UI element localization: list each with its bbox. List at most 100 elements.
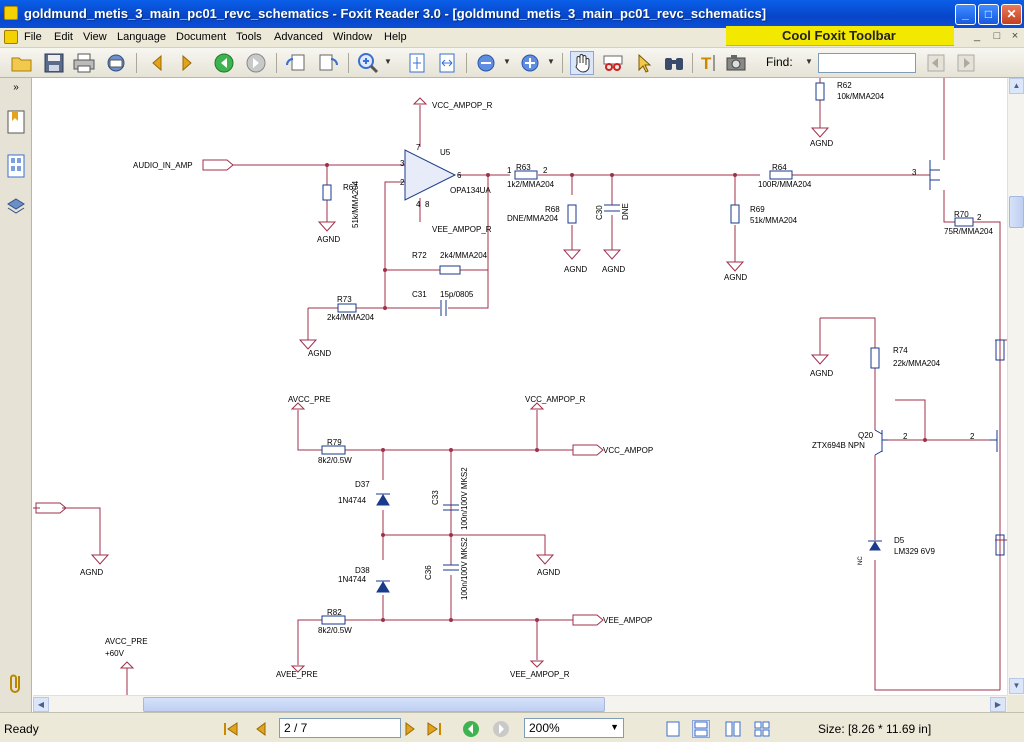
zoom-dropdown-icon[interactable]: ▼ (610, 722, 619, 732)
zoom-out-icon[interactable] (474, 51, 498, 75)
find-next-icon[interactable] (954, 51, 978, 75)
collapse-sidebar-icon[interactable]: » (13, 81, 19, 93)
title-bar[interactable]: goldmund_metis_3_main_pc01_revc_schemati… (0, 0, 1024, 28)
go-back-icon[interactable] (212, 51, 236, 75)
previous-page-icon[interactable] (252, 720, 270, 738)
scroll-down-icon[interactable]: ▼ (1009, 678, 1024, 694)
hand-tool-icon[interactable] (570, 51, 594, 75)
minimize-button[interactable]: _ (955, 4, 976, 25)
horizontal-scroll-thumb[interactable] (143, 697, 605, 712)
label-vcc-ampop-r: VCC_AMPOP_R (525, 395, 586, 404)
menu-window[interactable]: Window (333, 31, 373, 43)
menu-tools[interactable]: Tools (236, 31, 262, 43)
menu-language[interactable]: Language (117, 31, 166, 43)
zoom-select[interactable]: 200%▼ (524, 718, 624, 738)
r73-resistor (337, 303, 357, 313)
scroll-up-icon[interactable]: ▲ (1009, 78, 1024, 94)
pin-6: 6 (457, 171, 462, 180)
go-forward-icon[interactable] (244, 51, 268, 75)
app-icon[interactable] (4, 6, 18, 20)
label-avee-pre: AVEE_PRE (276, 670, 318, 679)
label-r79-val: 8k2/0.5W (318, 456, 352, 465)
pin-4: 4 (416, 200, 421, 209)
attachments-icon[interactable] (4, 670, 28, 698)
scroll-corner (1007, 695, 1024, 712)
label-vee-ampop: VEE_AMPOP (603, 616, 652, 625)
mdi-close-button[interactable]: × (1011, 30, 1019, 42)
rotate-right-icon[interactable] (316, 51, 340, 75)
label-avcc-pre-2: AVCC_PRE (105, 637, 148, 646)
label-agnd-6: AGND (308, 349, 331, 358)
rotate-left-icon[interactable] (284, 51, 308, 75)
continuous-page-icon[interactable] (692, 720, 710, 738)
binoculars-icon[interactable] (662, 51, 686, 75)
transistor-upper (929, 160, 940, 190)
r79-resistor (321, 445, 346, 455)
menu-view[interactable]: View (83, 31, 107, 43)
page-thumbnails-icon[interactable] (4, 152, 28, 180)
next-page-icon[interactable] (175, 51, 199, 75)
status-back-icon[interactable] (462, 720, 480, 738)
print-icon[interactable] (72, 51, 96, 75)
vertical-scrollbar[interactable]: ▲ ▼ (1007, 78, 1024, 695)
facing-pages-icon[interactable] (724, 720, 742, 738)
document-icon[interactable] (4, 30, 18, 44)
continuous-facing-icon[interactable] (753, 720, 771, 738)
last-page-icon[interactable] (425, 720, 443, 738)
label-d38: D38 (355, 566, 370, 575)
zoom-in-icon[interactable] (356, 51, 380, 75)
r82b-resistor (321, 615, 346, 625)
page-number-input[interactable]: 2 / 7 (279, 718, 401, 738)
scroll-right-icon[interactable]: ▶ (990, 697, 1006, 712)
bookmarks-icon[interactable] (4, 108, 28, 136)
c31-capacitor (440, 300, 447, 316)
text-select-icon[interactable]: T (696, 51, 720, 75)
label-r74-val: 22k/MMA204 (893, 359, 941, 368)
label-agnd-7: AGND (810, 369, 833, 378)
cool-foxit-toolbar-banner[interactable]: Cool Foxit Toolbar (726, 26, 954, 46)
maximize-button[interactable]: □ (978, 4, 999, 25)
menu-document[interactable]: Document (176, 31, 227, 43)
menu-file[interactable]: File (24, 31, 42, 43)
next-page-icon-status[interactable] (401, 720, 419, 738)
single-page-icon[interactable] (664, 720, 682, 738)
mdi-restore-button[interactable]: □ (993, 30, 1001, 42)
close-button[interactable]: ✕ (1001, 4, 1022, 25)
fit-width-icon[interactable] (435, 51, 459, 75)
label-r62-val: 10k/MMA204 (837, 92, 885, 101)
save-icon[interactable] (42, 51, 66, 75)
junction-dots (325, 163, 927, 622)
status-forward-icon[interactable] (492, 720, 510, 738)
label-r64: R64 (772, 163, 787, 172)
label-r68: R68 (545, 205, 560, 214)
open-icon[interactable] (10, 51, 34, 75)
label-agnd-5: AGND (810, 139, 833, 148)
menu-help[interactable]: Help (384, 31, 407, 43)
pin-2: 2 (400, 178, 405, 187)
r67-resistor (322, 184, 332, 201)
label-q20-val: ZTX694B NPN (812, 441, 865, 450)
scroll-left-icon[interactable]: ◀ (33, 697, 49, 712)
document-page-view[interactable]: AUDIO_IN_AMP VCC_AMPOP_R VEE_AMPOP_R U5 … (33, 78, 1007, 695)
camera-icon[interactable] (724, 51, 748, 75)
prev-page-icon[interactable] (145, 51, 169, 75)
find-input[interactable] (818, 53, 916, 73)
mdi-minimize-button[interactable]: _ (973, 30, 981, 42)
first-page-icon[interactable] (222, 720, 240, 738)
r68-resistor (567, 204, 577, 224)
zoom-in-plus-icon[interactable] (518, 51, 542, 75)
select-arrow-icon[interactable] (632, 51, 656, 75)
audio-in-port (202, 159, 234, 171)
schematic-drawing: AUDIO_IN_AMP VCC_AMPOP_R VEE_AMPOP_R U5 … (33, 78, 1007, 695)
label-u5: U5 (440, 148, 451, 157)
label-plus60: +60V (105, 649, 125, 658)
vertical-scroll-thumb[interactable] (1009, 196, 1024, 228)
find-prev-icon[interactable] (924, 51, 948, 75)
email-icon[interactable] (104, 51, 128, 75)
layers-icon[interactable] (4, 194, 28, 222)
menu-edit[interactable]: Edit (54, 31, 73, 43)
horizontal-scrollbar[interactable]: ◀ ▶ (33, 695, 1007, 712)
snapshot-glasses-icon[interactable] (601, 51, 625, 75)
menu-advanced[interactable]: Advanced (274, 31, 323, 43)
fit-page-icon[interactable] (405, 51, 429, 75)
